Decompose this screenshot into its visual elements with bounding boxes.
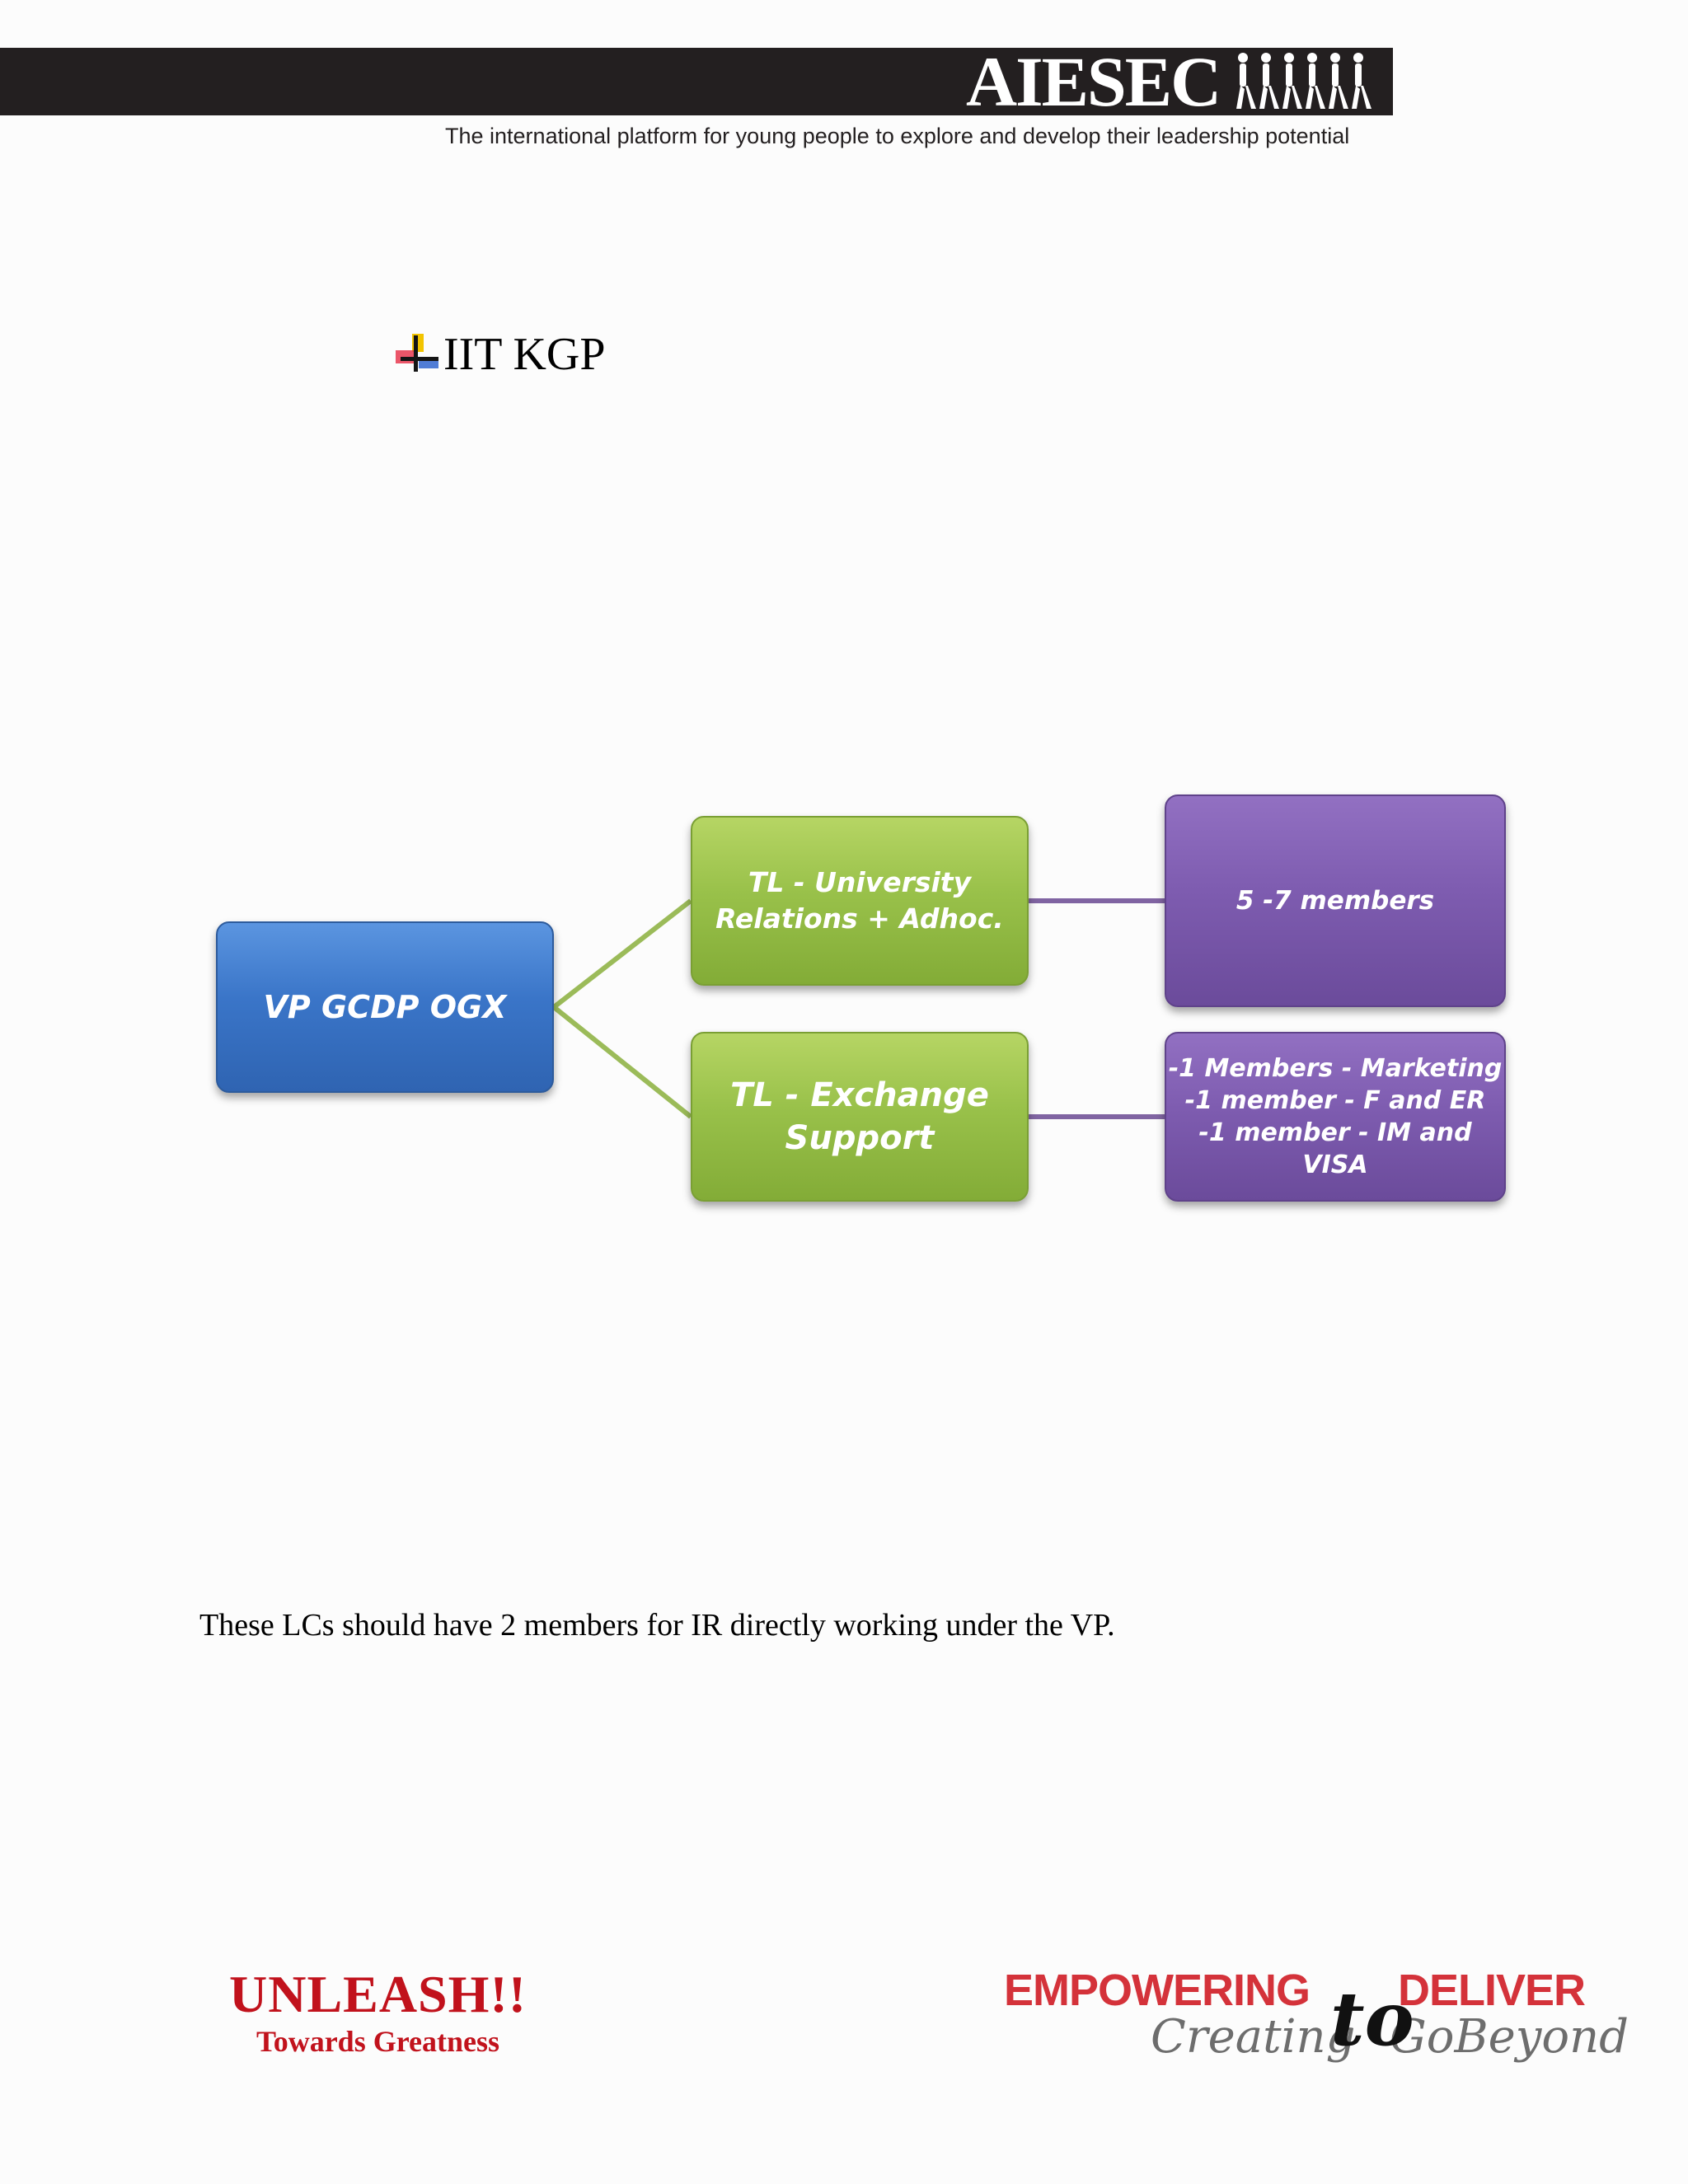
tl-university-node: TL - University Relations + Adhoc. bbox=[691, 816, 1029, 986]
connector-root-to-tl2 bbox=[552, 1005, 692, 1119]
tl-university-line-1: TL - University bbox=[748, 866, 972, 898]
unleash-subtitle: Towards Greatness bbox=[256, 2025, 500, 2058]
members-university-line-1: 5 -7 members bbox=[1236, 886, 1435, 916]
tl-exchange-line-1: TL - Exchange bbox=[730, 1076, 989, 1114]
tl-exchange-node: TL - Exchange Support bbox=[691, 1032, 1029, 1202]
walking-people-icon bbox=[1236, 53, 1372, 109]
section-heading: IIT KGP bbox=[394, 328, 606, 381]
gobeyond-script: GoBeyond bbox=[1390, 2010, 1629, 2064]
tl-exchange-line-2: Support bbox=[785, 1119, 935, 1157]
vp-node-label: VP GCDP OGX bbox=[263, 989, 507, 1025]
body-note: These LCs should have 2 members for IR d… bbox=[199, 1608, 1115, 1643]
unleash-title: UNLEASH!! bbox=[229, 1965, 528, 2023]
members-exchange-line-2: -1 member - F and ER bbox=[1184, 1086, 1486, 1115]
vp-node: VP GCDP OGX bbox=[216, 921, 554, 1093]
unleash-logo: UNLEASH!! Towards Greatness bbox=[229, 1966, 527, 2060]
members-exchange-line-1: -1 Members - Marketing bbox=[1168, 1054, 1503, 1083]
empowering-word: EMPOWERING bbox=[1004, 1966, 1311, 2015]
connector-root-to-tl1 bbox=[552, 898, 692, 1010]
bullet-icon bbox=[396, 334, 438, 372]
creating-script: Creating bbox=[1151, 2010, 1356, 2064]
deliver-word: DELIVER bbox=[1398, 1966, 1586, 2015]
empowering-logo: EMPOWERING DELIVER Creating GoBeyond to bbox=[1004, 1966, 1629, 2073]
members-node-exchange: -1 Members - Marketing -1 member - F and… bbox=[1165, 1032, 1506, 1202]
section-title: IIT KGP bbox=[443, 329, 606, 380]
members-exchange-line-3: -1 member - IM and VISA bbox=[1198, 1118, 1472, 1179]
members-node-university: 5 -7 members bbox=[1165, 794, 1506, 1007]
to-word: to bbox=[1330, 1975, 1414, 2063]
tl-university-line-2: Relations + Adhoc. bbox=[715, 902, 1004, 935]
aiesec-logo: AIESEC bbox=[966, 42, 1221, 121]
header-tagline: The international platform for young peo… bbox=[445, 124, 1350, 148]
header-bar bbox=[0, 48, 1393, 115]
